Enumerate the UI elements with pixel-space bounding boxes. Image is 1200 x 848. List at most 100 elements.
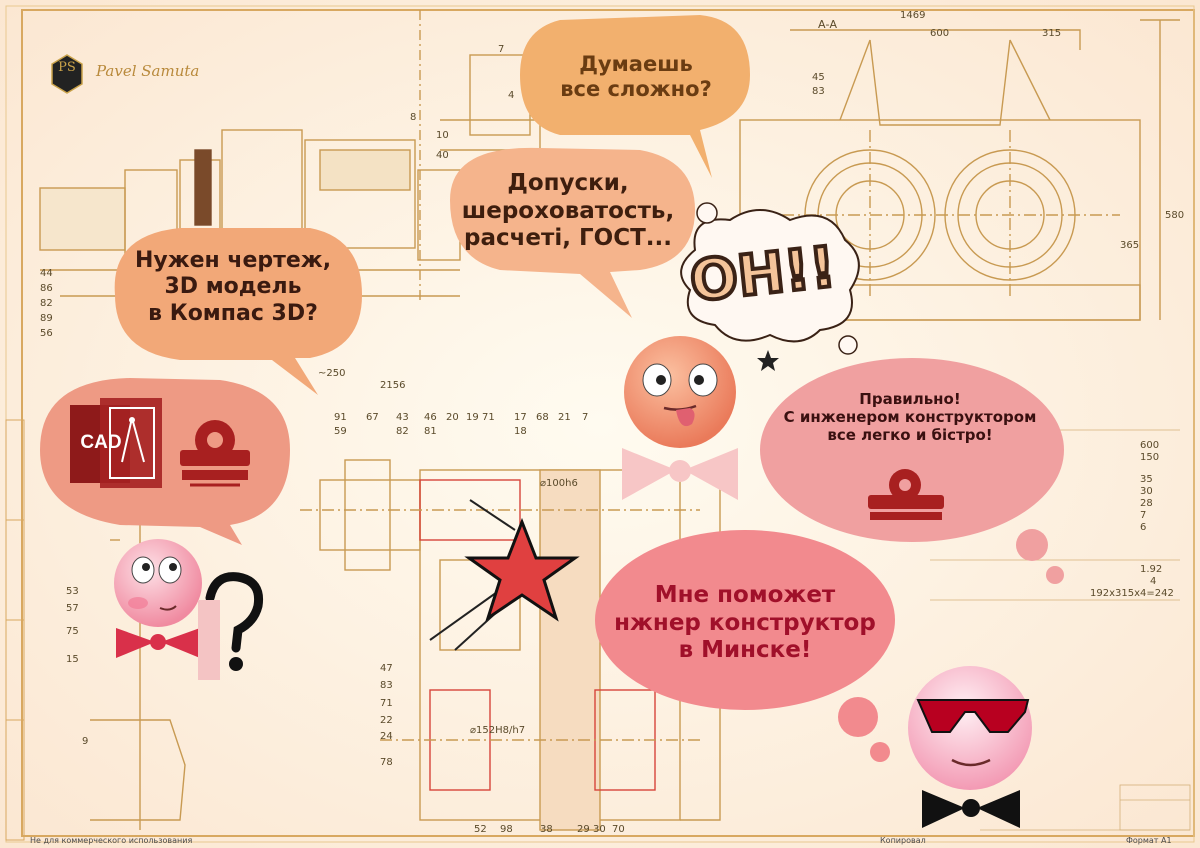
bubble-need-drawing-shape	[114, 228, 363, 395]
spec-value: 1.92	[1140, 564, 1163, 575]
dim-365: 365	[1120, 240, 1140, 251]
bubble-think-complex-shape	[520, 15, 750, 178]
bubble-line: в Минске!	[678, 637, 812, 664]
balloon: 38	[540, 824, 553, 835]
footer-middle: Копировал	[880, 836, 926, 845]
cad-label: CAD	[80, 432, 122, 453]
smiley-pink-confused	[114, 539, 202, 658]
cad-icon	[70, 398, 162, 488]
smiley-orange-tongue	[622, 336, 738, 500]
balloon: 40	[436, 150, 449, 161]
spec-value: 600	[1140, 440, 1160, 451]
bubble-help: Мне поможет нжнер конструктор в Минске!	[596, 582, 894, 665]
bubble-correct-shape	[760, 358, 1064, 584]
balloon: 56	[40, 328, 53, 339]
balloon: 24	[380, 731, 393, 742]
balloon: 30	[593, 824, 606, 835]
gear-ruler-icon	[180, 420, 250, 487]
balloon: 45	[812, 72, 825, 83]
balloon: 29	[577, 824, 590, 835]
bubble-line: расчеті, ГОСТ...	[464, 225, 672, 252]
balloon: 7	[582, 412, 589, 423]
bubble-line: Мне поможет	[654, 582, 836, 608]
balloon: 46	[424, 412, 437, 423]
balloon: 89	[40, 313, 53, 324]
question-mark-icon	[198, 572, 264, 680]
balloon: 4	[508, 90, 515, 101]
footer-right: Формат А1	[1126, 836, 1172, 845]
dim-total: 1469	[900, 10, 926, 21]
bubble-line: все сложно?	[560, 77, 712, 102]
balloon: 21	[558, 412, 571, 423]
bubble-line: Допуски,	[507, 170, 629, 196]
balloon: 86	[40, 283, 53, 294]
balloon: 91	[334, 412, 347, 423]
balloon: 43	[396, 412, 409, 423]
footer-left: Не для коммерческого использования	[30, 836, 193, 845]
spec-value: 7	[1140, 510, 1147, 521]
spec-value: 35	[1140, 474, 1153, 485]
bubble-tolerances-shape	[450, 147, 695, 318]
balloon: 82	[396, 426, 409, 437]
balloon: 52	[474, 824, 487, 835]
balloon: 82	[40, 298, 53, 309]
balloon: 20	[446, 412, 459, 423]
balloon: 71	[380, 698, 393, 709]
balloon: 44	[40, 268, 53, 279]
balloon: 7	[498, 44, 505, 55]
bubble-help-shape	[595, 530, 895, 762]
bubble-line: 3D модель	[164, 274, 302, 300]
balloon: 17	[514, 412, 527, 423]
logo-emblem	[51, 54, 83, 94]
balloon: 15	[66, 654, 79, 665]
oh-exclamation-cloud	[680, 202, 860, 355]
balloon: 53	[66, 586, 79, 597]
balloon: 83	[380, 680, 393, 691]
bubble-line: шероховатость,	[461, 197, 675, 224]
spec-value: 30	[1140, 486, 1153, 497]
dim-bearing: ⌀152H8/h7	[470, 725, 526, 736]
dim-2156: 2156	[380, 380, 406, 391]
balloon: 47	[380, 663, 393, 674]
bubble-line: Правильно!	[859, 390, 961, 408]
bubble-correct: Правильно! С инженером конструктором все…	[762, 390, 1058, 444]
bubble-think-complex: Думаешь все сложно?	[536, 52, 736, 102]
bubble-tolerances: Допуски, шероховатость, расчеті, ГОСТ...	[452, 170, 684, 253]
balloon: 22	[380, 715, 393, 726]
bubble-need-drawing: Нужен чертеж, 3D модель в Компас 3D?	[118, 248, 348, 327]
spec-value: 28	[1140, 498, 1153, 509]
balloon: 9	[82, 736, 89, 747]
bubble-line: нжнер конструктор	[614, 609, 876, 636]
dim-580: 580	[1165, 210, 1185, 221]
gear-ruler-icon-small	[868, 469, 944, 520]
balloon: 70	[612, 824, 625, 835]
balloon: 59	[334, 426, 347, 437]
logo-initials: PS	[58, 60, 76, 75]
dim-250: ~250	[318, 368, 346, 379]
bubble-line: все легко и бістро!	[827, 426, 993, 444]
section-label: А-А	[818, 18, 838, 31]
red-star	[464, 517, 580, 622]
balloon: 19	[466, 412, 479, 423]
balloon: 18	[514, 426, 527, 437]
bubble-line: С инженером конструктором	[783, 408, 1037, 426]
left-title-strip	[5, 419, 25, 841]
balloon: 71	[482, 412, 495, 423]
dim-shaft: ⌀100h6	[540, 478, 578, 489]
spec-value: 6	[1140, 522, 1147, 533]
spec-value: 150	[1140, 452, 1160, 463]
spec-value: 192х315х4=242	[1090, 588, 1174, 599]
dim-315: 315	[1042, 28, 1062, 39]
balloon: 78	[380, 757, 393, 768]
logo-name: Pavel Samuta	[96, 62, 200, 80]
balloon: 67	[366, 412, 379, 423]
balloon: 75	[66, 626, 79, 637]
balloon: 57	[66, 603, 79, 614]
small-star	[757, 350, 779, 371]
balloon: 68	[536, 412, 549, 423]
balloon: 10	[436, 130, 449, 141]
bubble-line: Нужен чертеж,	[134, 248, 332, 273]
smiley-sunglasses	[908, 666, 1032, 828]
